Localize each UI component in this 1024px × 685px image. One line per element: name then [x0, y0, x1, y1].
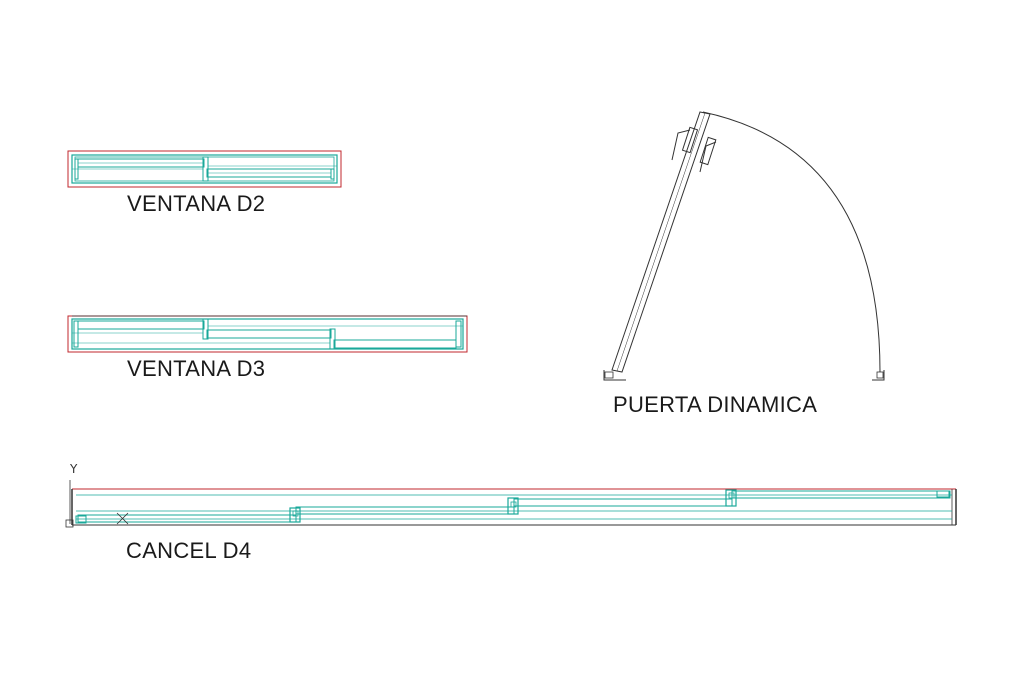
ventana-d3-plan — [67, 315, 468, 353]
ventana-d2-label: VENTANA D2 — [127, 191, 266, 216]
cancel-d4-label: CANCEL D4 — [126, 538, 252, 563]
cancel-d4-plan — [65, 480, 957, 528]
puerta-dinamica-plan — [603, 111, 885, 381]
ventana-d3-label: VENTANA D3 — [127, 356, 266, 381]
puerta-dinamica-label: PUERTA DINAMICA — [613, 392, 818, 417]
ventana-d2-plan — [67, 150, 342, 188]
ucs-y-axis-label: Y — [70, 462, 78, 476]
